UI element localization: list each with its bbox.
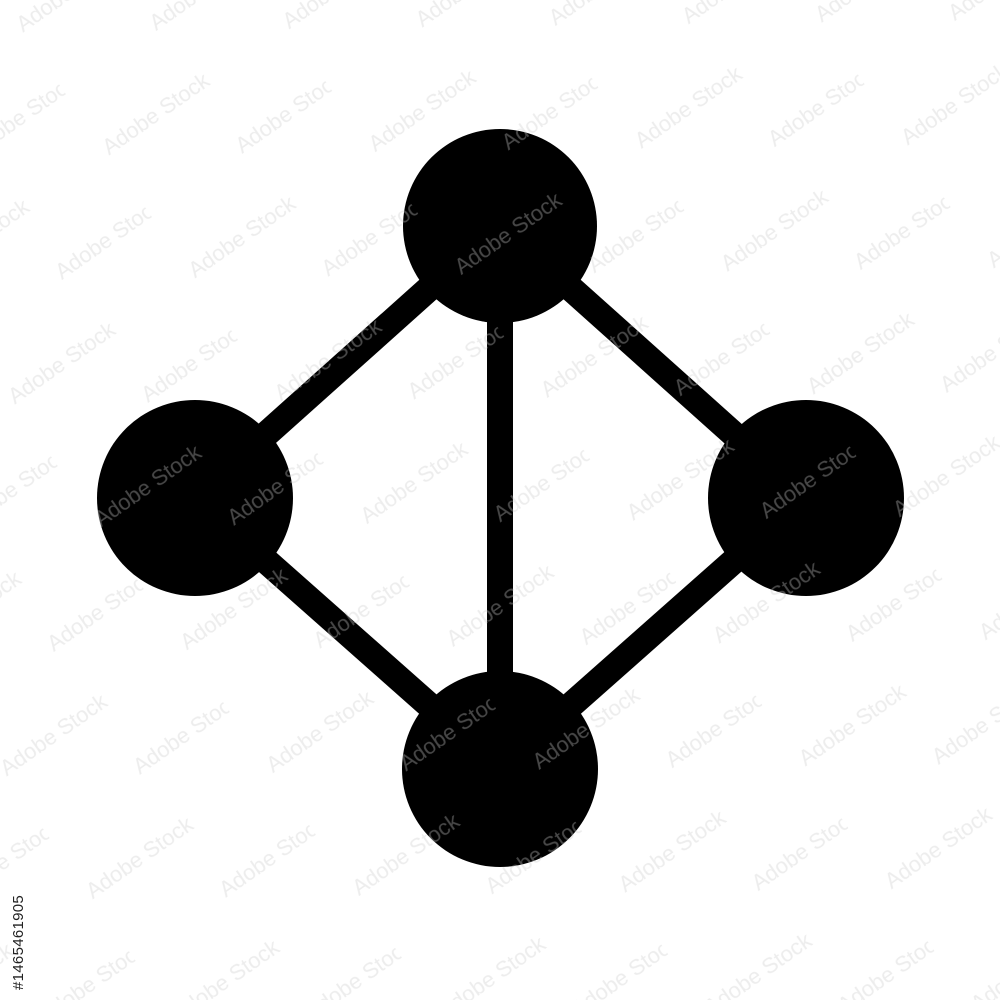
node-bottom xyxy=(402,671,598,867)
node-left xyxy=(97,400,293,596)
node-right xyxy=(708,400,904,596)
stock-id-label: #1465461905 xyxy=(10,894,27,990)
node-top xyxy=(403,129,597,323)
